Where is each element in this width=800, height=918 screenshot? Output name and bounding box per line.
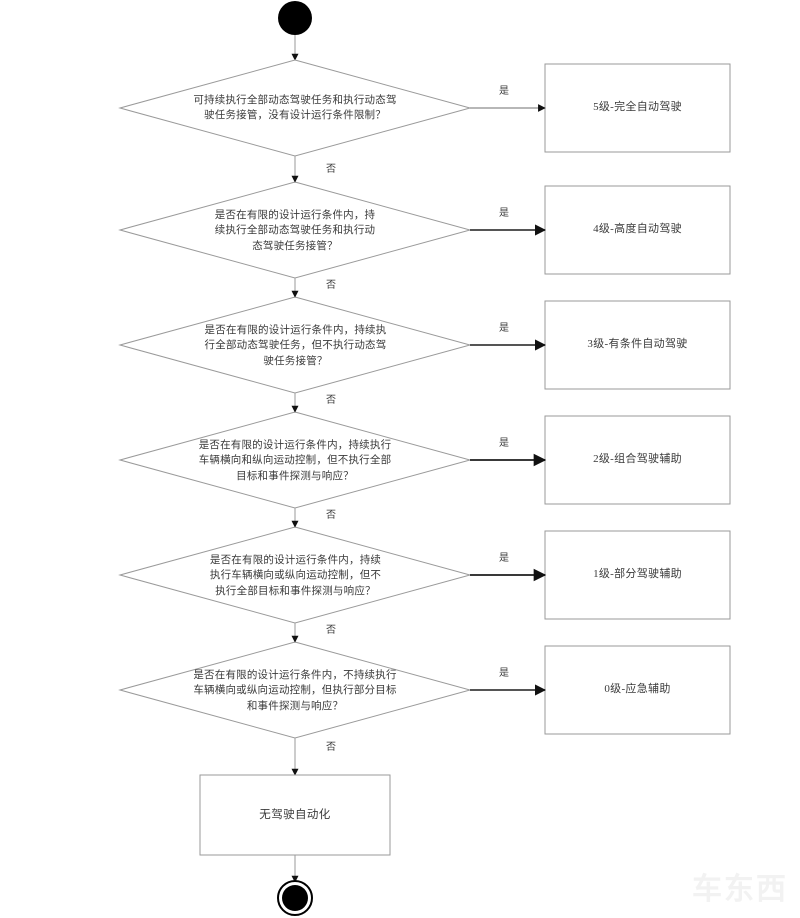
end-node-ring: [277, 880, 313, 916]
edge-label-yes-1: 是: [499, 553, 509, 564]
edge-label-no-2: 否: [326, 510, 336, 521]
edge-label-no-1: 否: [326, 625, 336, 636]
decision-diamond-1: [118, 526, 472, 624]
edge-label-yes-3: 是: [499, 323, 509, 334]
decision-diamond-0: [118, 641, 472, 739]
final-box-label: 无驾驶自动化: [259, 808, 331, 821]
decision-label-5: 可持续执行全部动态驾驶任务和执行动态驾 驶任务接管，没有设计运行条件限制？: [193, 94, 397, 121]
result-label-2: 2级-组合驾驶辅助: [593, 453, 682, 466]
result-box-3: [544, 300, 731, 390]
result-label-4: 4级-高度自动驾驶: [593, 223, 682, 236]
final-box: [199, 774, 391, 856]
edge-label-yes-2: 是: [499, 438, 509, 449]
result-box-4: [544, 185, 731, 275]
decision-label-4: 是否在有限的设计运行条件内，持 续执行全部动态驾驶任务和执行动 态驾驶任务接管？: [214, 210, 376, 252]
edge-label-yes-5: 是: [499, 86, 509, 97]
decision-label-2: 是否在有限的设计运行条件内，持续执行 车辆横向和纵向运动控制，但不执行全部 目标…: [198, 440, 392, 482]
decision-label-0: 是否在有限的设计运行条件内，不持续执行 车辆横向或纵向运动控制，但执行部分目标 …: [193, 670, 397, 712]
result-box-5: [544, 63, 731, 153]
decision-diamond-3: [118, 296, 472, 394]
decision-diamond-5: [118, 59, 472, 157]
decision-label-3: 是否在有限的设计运行条件内，持续执 行全部动态驾驶任务，但不执行动态驾 驶任务接…: [204, 325, 387, 367]
edge-label-no-5: 否: [326, 164, 336, 175]
start-node: [278, 1, 312, 35]
decision-diamond-2: [118, 411, 472, 509]
watermark: 车东西: [692, 873, 788, 906]
result-label-3: 3级-有条件自动驾驶: [587, 338, 688, 351]
end-node: [282, 885, 308, 911]
result-box-1: [544, 530, 731, 620]
result-label-5: 5级-完全自动驾驶: [593, 101, 682, 114]
decision-label-1: 是否在有限的设计运行条件内，持续 执行车辆横向或纵向运动控制，但不 执行全部目标…: [209, 555, 382, 597]
edge-label-no-0: 否: [326, 742, 336, 753]
result-box-2: [544, 415, 731, 505]
result-box-0: [544, 645, 731, 735]
decision-diamond-4: [118, 181, 472, 279]
edge-label-yes-4: 是: [499, 208, 509, 219]
edge-label-no-4: 否: [326, 280, 336, 291]
result-label-0: 0级-应急辅助: [604, 683, 671, 696]
edge-label-yes-0: 是: [499, 668, 509, 679]
edge-label-no-3: 否: [326, 395, 336, 406]
result-label-1: 1级-部分驾驶辅助: [593, 568, 682, 581]
